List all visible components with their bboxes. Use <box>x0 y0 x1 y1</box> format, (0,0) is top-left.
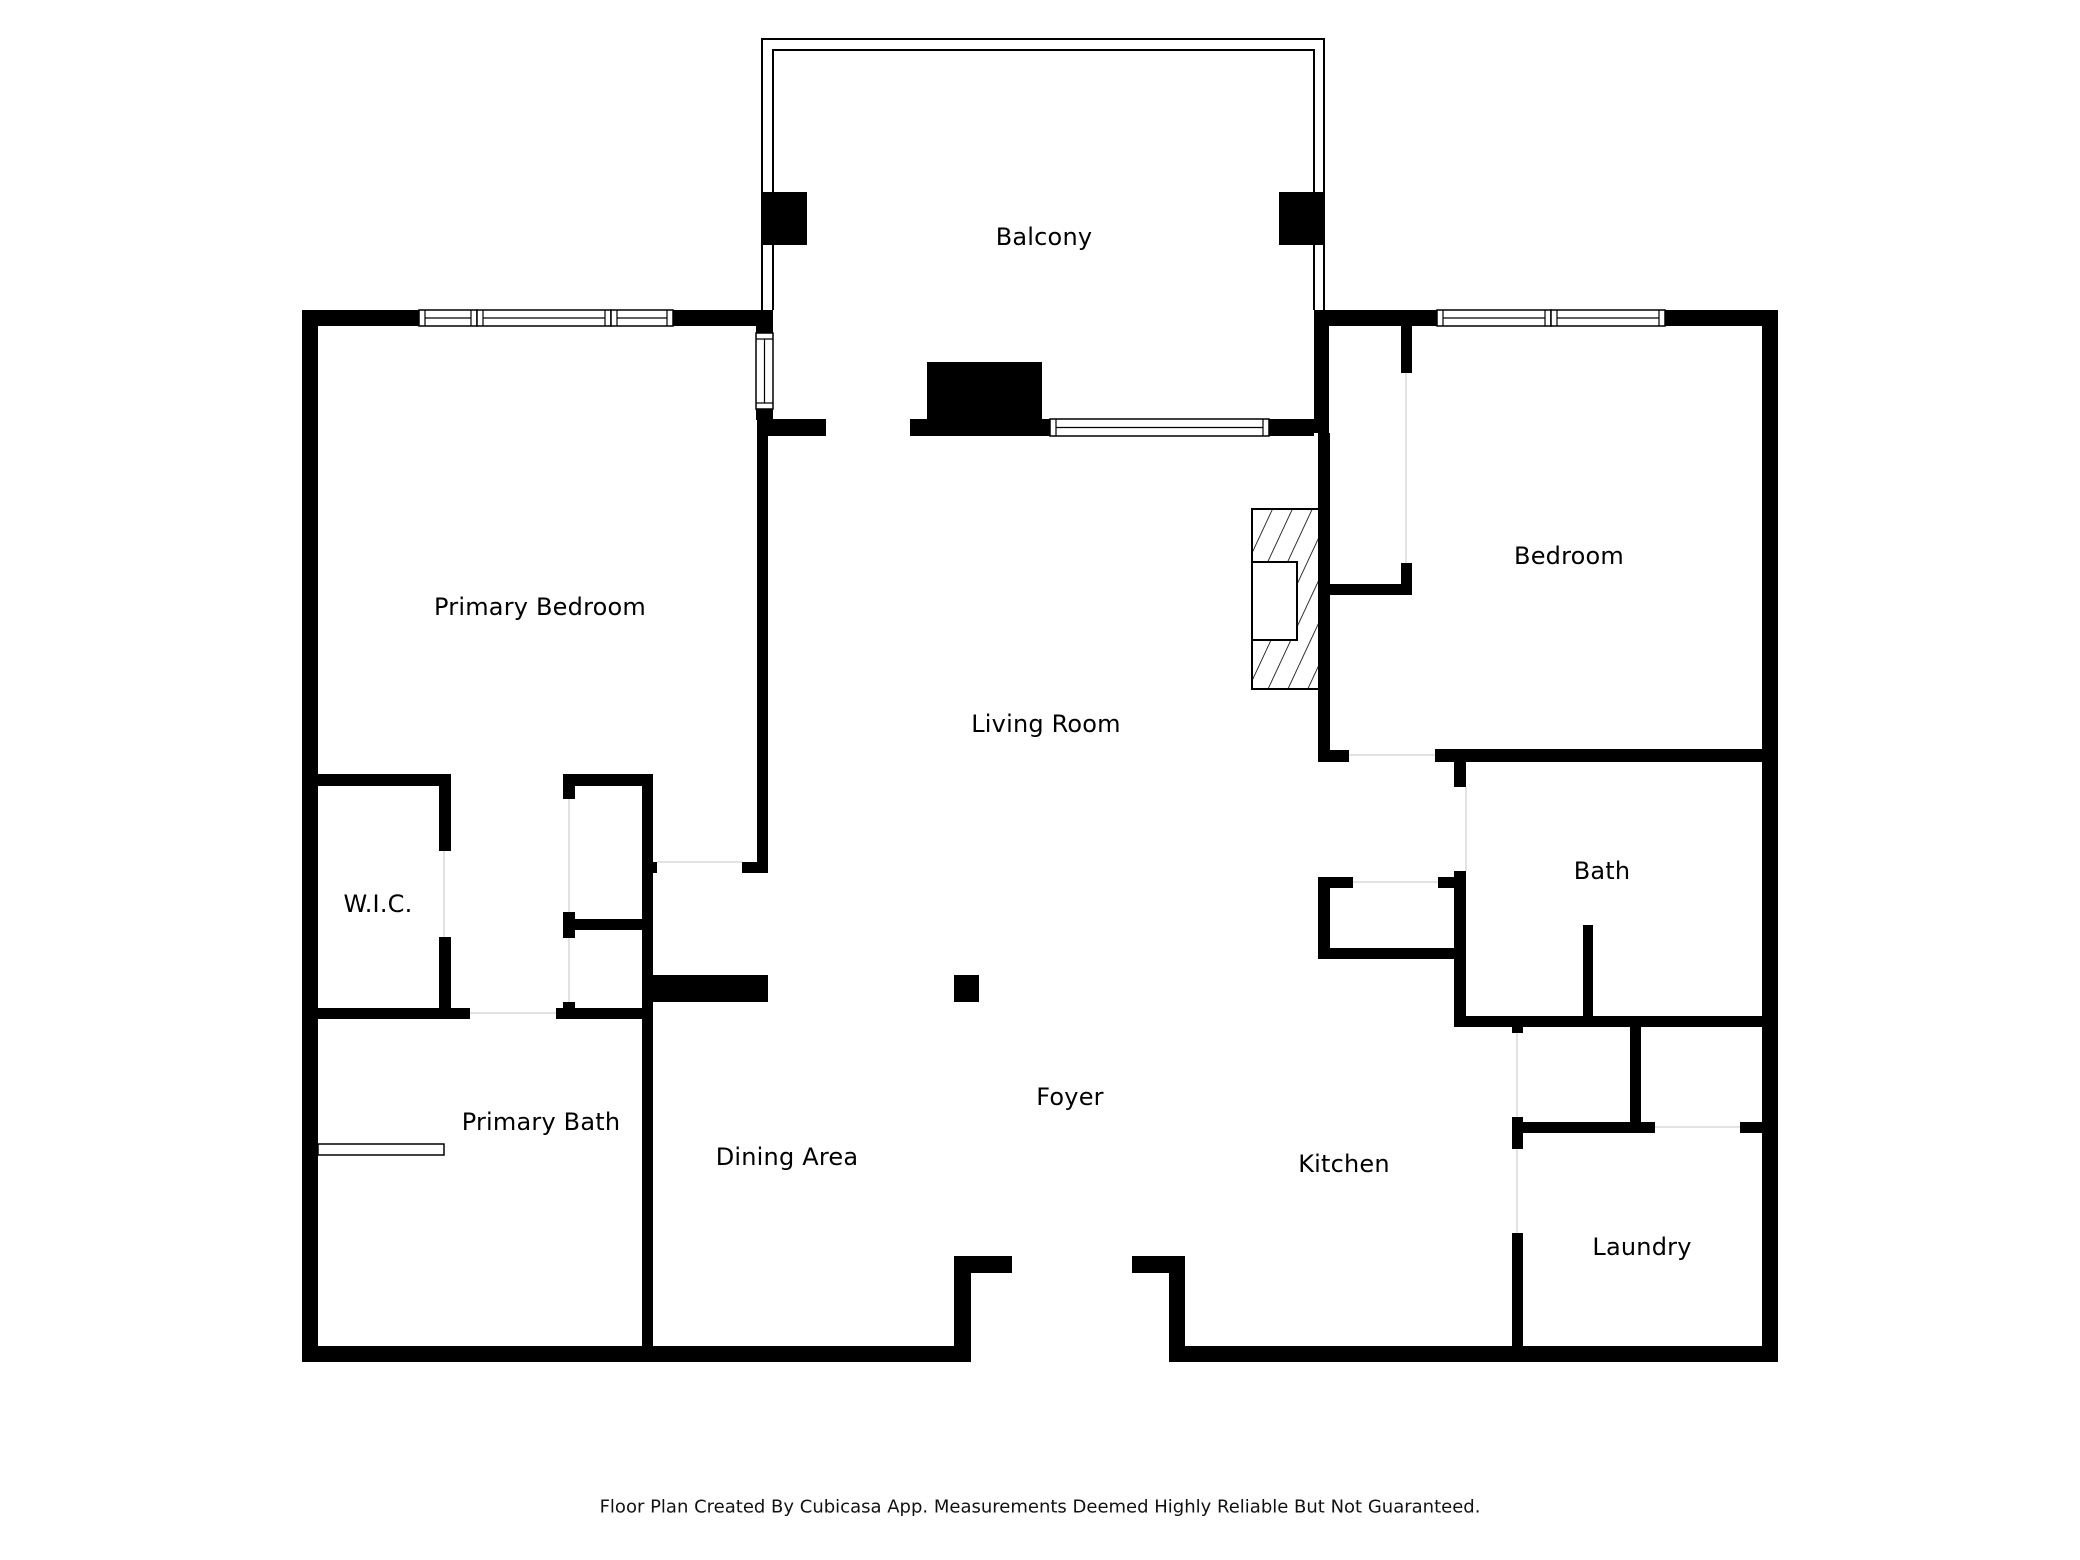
wall-segment <box>1401 563 1412 595</box>
wall-segment <box>1454 762 1466 787</box>
wall-segment <box>1318 877 1330 959</box>
wall-segment <box>556 1008 653 1019</box>
wall-segment <box>1318 877 1353 888</box>
door-thresholds <box>443 373 1740 1233</box>
window-icon <box>1436 309 1552 327</box>
wall-segment <box>954 975 979 1002</box>
wall-segment <box>563 774 653 786</box>
footer-disclaimer: Floor Plan Created By Cubicasa App. Meas… <box>599 1496 1481 1518</box>
walls <box>302 192 1778 1362</box>
room-label-balcony: Balcony <box>995 223 1093 251</box>
room-label-kitchen: Kitchen <box>1298 1150 1390 1178</box>
wall-segment <box>563 774 575 799</box>
wall-segment <box>756 310 773 333</box>
wall-segment <box>1630 1027 1641 1133</box>
window-icon <box>476 309 612 327</box>
wall-segment <box>1401 326 1412 373</box>
fireplace-icon <box>1251 508 1320 690</box>
wall-segment <box>302 310 318 1362</box>
towel-bar-icon <box>317 1143 445 1156</box>
windows <box>418 309 1666 437</box>
wall-segment <box>954 1256 971 1362</box>
room-label-bath: Bath <box>1573 857 1631 885</box>
wall-segment <box>302 310 419 326</box>
room-label-foyer: Foyer <box>1036 1083 1104 1111</box>
wall-segment <box>954 1256 1012 1273</box>
wall-segment <box>927 362 1042 436</box>
wall-segment <box>653 975 768 1002</box>
wall-segment <box>302 1346 971 1362</box>
wall-segment <box>1318 750 1349 762</box>
wall-segment <box>1583 925 1593 1016</box>
wall-segment <box>1314 310 1437 326</box>
wall-segment <box>1512 1117 1523 1149</box>
wall-segment <box>1318 948 1454 959</box>
wall-segment <box>1314 310 1329 433</box>
wall-segment <box>1269 419 1314 436</box>
window-icon <box>1049 418 1270 437</box>
fireplace-firebox <box>1251 561 1298 641</box>
balcony-railing <box>761 38 1325 310</box>
window-icon <box>418 309 478 327</box>
wall-segment <box>1169 1256 1185 1362</box>
railing-outer-line <box>761 38 1325 310</box>
wall-segment <box>563 912 575 938</box>
room-label-living-room: Living Room <box>971 710 1121 738</box>
wall-segment <box>318 774 451 786</box>
window-icon <box>755 332 774 410</box>
wall-segment <box>1740 1122 1778 1133</box>
wall-segment <box>1318 433 1330 761</box>
wall-segment <box>1454 1016 1778 1027</box>
wall-segment <box>742 862 768 873</box>
wall-segment <box>756 409 773 420</box>
wall-segment <box>653 862 657 873</box>
wall-segment <box>1454 871 1466 1027</box>
wall-segment <box>642 774 653 1362</box>
wall-segment <box>1512 1233 1523 1362</box>
wall-segment <box>318 1008 470 1019</box>
wall-segment <box>1762 310 1778 1362</box>
wall-segment <box>563 1002 575 1008</box>
railing-inner-line <box>772 49 1315 310</box>
room-label-primary-bath: Primary Bath <box>461 1108 621 1136</box>
room-label-wic: W.I.C. <box>343 890 413 918</box>
room-label-primary-bedroom: Primary Bedroom <box>434 593 646 621</box>
wall-segment <box>1169 1346 1778 1362</box>
window-icon <box>610 309 674 327</box>
wall-segment <box>1330 584 1412 595</box>
wall-segment <box>1279 192 1324 245</box>
wall-segment <box>673 310 773 326</box>
wall-segment <box>1512 1025 1523 1033</box>
wall-segment <box>1438 877 1454 888</box>
wall-segment <box>768 419 826 436</box>
towel-bar <box>317 1143 445 1156</box>
room-label-laundry: Laundry <box>1592 1233 1692 1261</box>
room-label-dining-area: Dining Area <box>715 1143 859 1171</box>
wall-segment <box>575 919 642 930</box>
wall-segment <box>439 774 451 851</box>
wall-segment <box>1435 749 1778 762</box>
window-icon <box>1550 309 1666 327</box>
wall-segment <box>439 937 451 1019</box>
wall-segment <box>1523 1122 1655 1133</box>
wall-segment <box>1665 310 1778 326</box>
room-label-bedroom: Bedroom <box>1514 542 1624 570</box>
wall-segment <box>757 420 768 873</box>
wall-segment <box>762 192 807 245</box>
